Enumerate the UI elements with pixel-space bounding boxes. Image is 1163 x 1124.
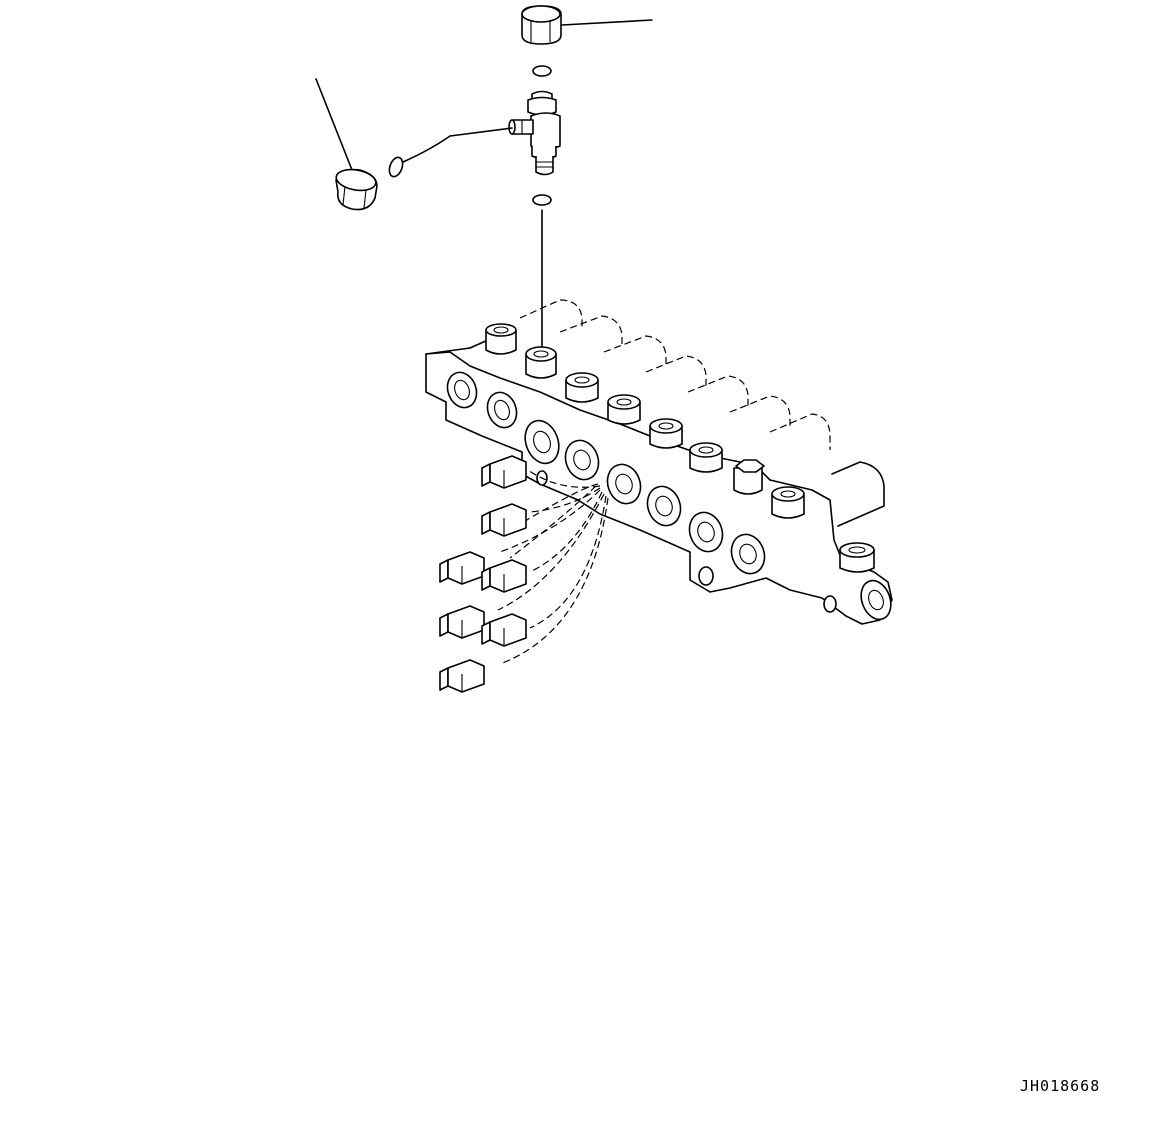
wire-harness-icon: [497, 469, 609, 665]
o-ring-lower-icon: [532, 194, 552, 349]
cap-top-icon: [521, 5, 653, 45]
drawing-code-label: JH018668: [1020, 1077, 1101, 1095]
tee-fitting-icon: [508, 90, 561, 176]
o-ring-upper-icon: [532, 65, 552, 77]
cap-left-icon: [315, 78, 378, 211]
connector-icon: [439, 455, 527, 693]
o-ring-side-icon: [388, 127, 513, 178]
solenoid-valve-block-icon: [425, 299, 893, 625]
